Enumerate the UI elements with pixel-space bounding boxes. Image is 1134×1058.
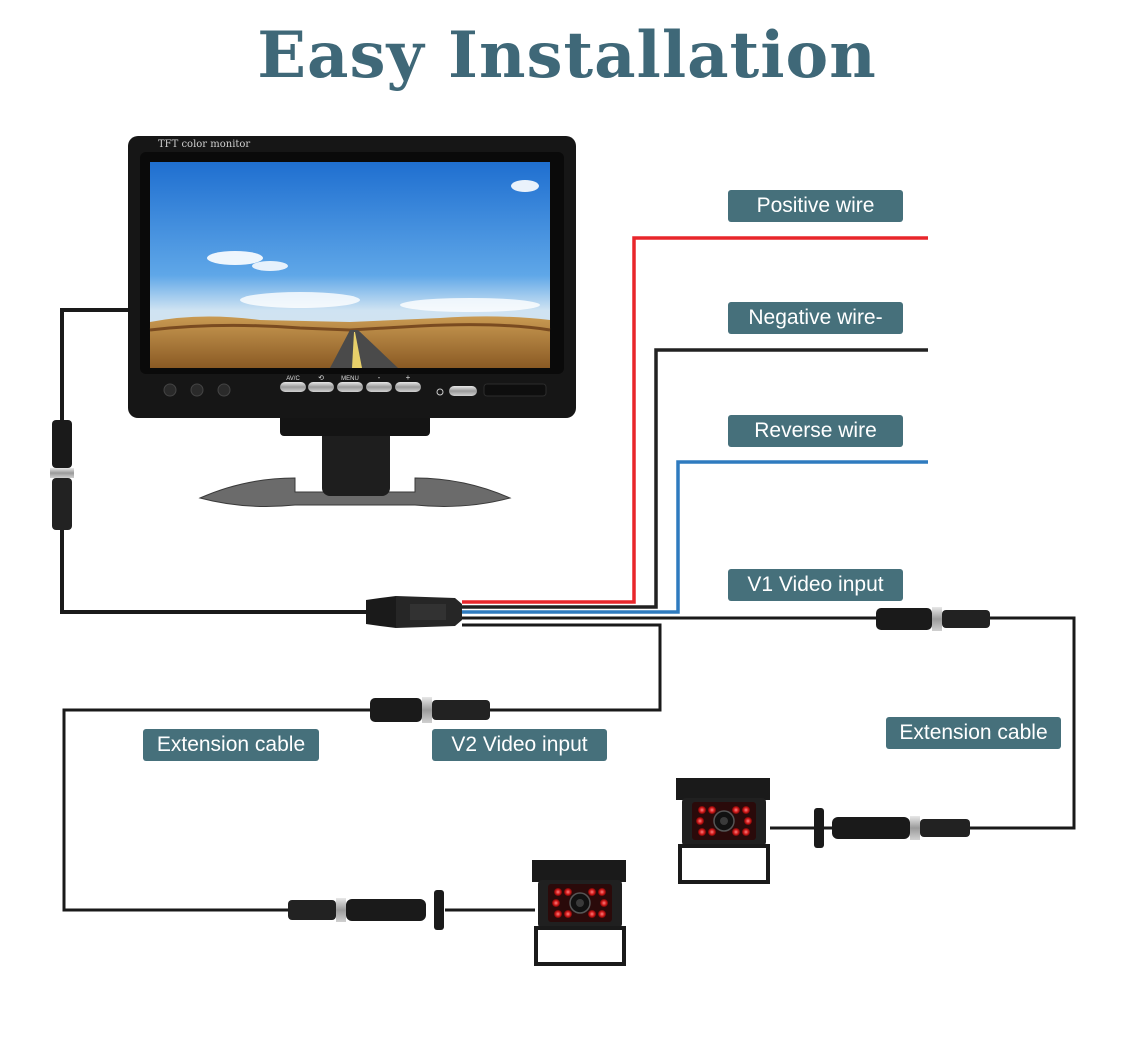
aviation-connector-v1 (876, 607, 990, 631)
reverse-wire (462, 460, 928, 614)
label-v2-video-input: V2 Video input (432, 729, 607, 761)
monitor-indicator-dot (217, 383, 231, 397)
aviation-connector-camera-left (288, 890, 444, 930)
power-icon[interactable] (436, 386, 477, 396)
label-negative-wire: Negative wire- (728, 302, 903, 334)
label-extension-cable-left: Extension cable (143, 729, 319, 761)
aviation-connector-monitor (50, 420, 74, 530)
monitor-indicator-dot (190, 383, 204, 397)
monitor-model-text: TFT color monitor (158, 139, 250, 150)
backup-camera-left (532, 860, 626, 966)
positive-wire (462, 236, 928, 604)
monitor-button-minus[interactable]: - (366, 373, 392, 392)
label-extension-cable-right: Extension cable (886, 717, 1061, 749)
label-v1-video-input: V1 Video input (728, 569, 903, 601)
v2-video-cable (62, 623, 662, 912)
aviation-connector-camera-right (814, 808, 970, 848)
svg-text:MENU: MENU (341, 376, 359, 382)
svg-text:AV/C: AV/C (286, 376, 300, 382)
label-positive-wire: Positive wire (728, 190, 903, 222)
svg-text:-: - (378, 373, 381, 382)
label-reverse-wire: Reverse wire (728, 415, 903, 447)
svg-text:⟲: ⟲ (318, 375, 324, 382)
monitor-button-plus[interactable]: + (395, 373, 421, 392)
negative-wire (462, 348, 928, 609)
svg-text:+: + (406, 373, 411, 382)
wire-harness-junction (366, 596, 462, 628)
monitor-button-menu[interactable]: MENU (337, 376, 363, 392)
tft-monitor: TFT color monitor AV/C ⟲ MENU - + (128, 136, 576, 507)
monitor-indicator-dot (163, 383, 177, 397)
backup-camera-right (676, 778, 770, 884)
monitor-button-back[interactable]: ⟲ (308, 375, 334, 392)
monitor-button-av[interactable]: AV/C (280, 376, 306, 392)
cable-monitor-to-harness (60, 308, 372, 614)
page-title: Easy Installation (257, 18, 877, 93)
aviation-connector-v2 (370, 697, 490, 723)
